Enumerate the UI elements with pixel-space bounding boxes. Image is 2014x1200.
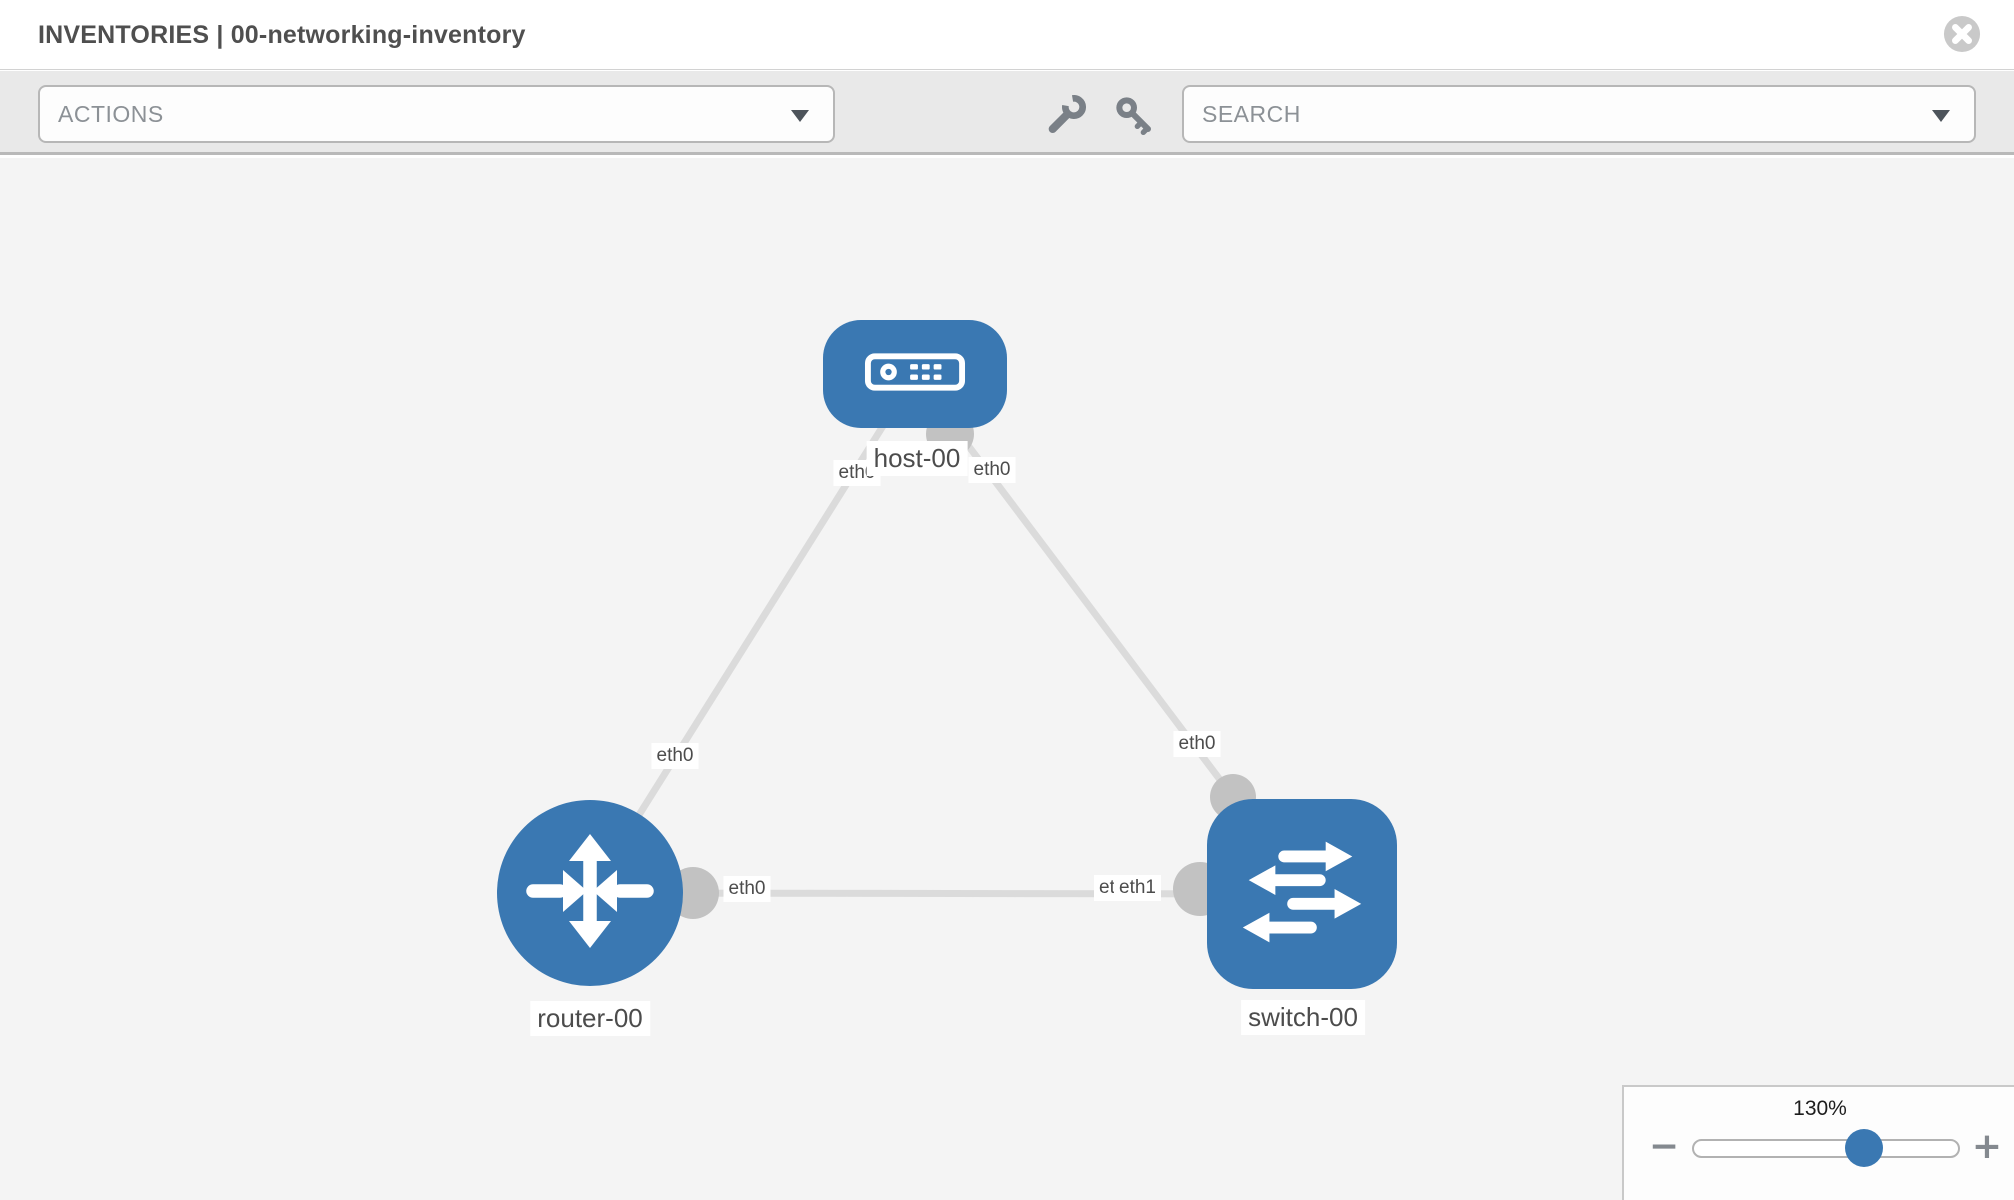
- interface-label: eth0: [651, 743, 699, 769]
- interface-label: eth0: [723, 876, 771, 902]
- circle-x-icon: [1943, 15, 1981, 56]
- zoom-in-button[interactable]: +: [1969, 1129, 2005, 1165]
- router-arrows-icon: [515, 816, 665, 971]
- actions-dropdown[interactable]: ACTIONS: [38, 85, 835, 143]
- toolbar: ACTIONS SEARCH: [0, 71, 2014, 155]
- zoom-slider-track[interactable]: [1692, 1139, 1960, 1158]
- zoom-slider-thumb[interactable]: [1845, 1129, 1883, 1167]
- node-label-switch: switch-00: [1241, 1000, 1365, 1035]
- node-label-host: host-00: [866, 441, 968, 476]
- node-label-router: router-00: [530, 1001, 650, 1036]
- switch-arrows-icon: [1228, 818, 1376, 971]
- zoom-out-button[interactable]: −: [1646, 1129, 1682, 1165]
- interface-label: eth1: [1114, 875, 1161, 901]
- page-title: INVENTORIES | 00-networking-inventory: [38, 21, 526, 49]
- configure-button[interactable]: [1044, 94, 1088, 138]
- zoom-control-panel: 130% − +: [1622, 1085, 2014, 1200]
- topology-canvas[interactable]: eth0 host-00 eth0 eth0 eth0 eth0 eth0 et…: [0, 158, 2014, 1200]
- close-button[interactable]: [1942, 15, 1982, 55]
- node-host-00[interactable]: [823, 320, 1007, 428]
- actions-dropdown-label: ACTIONS: [58, 101, 164, 127]
- window-header: INVENTORIES | 00-networking-inventory: [0, 0, 2014, 70]
- key-icon: [1114, 96, 1154, 138]
- interface-label: eth0: [968, 457, 1016, 483]
- server-icon: [864, 352, 966, 397]
- search-dropdown[interactable]: SEARCH: [1182, 85, 1976, 143]
- topology-links-layer: [587, 372, 1303, 919]
- search-dropdown-label: SEARCH: [1202, 101, 1301, 127]
- credentials-button[interactable]: [1112, 94, 1156, 138]
- chevron-down-icon: [791, 110, 809, 122]
- node-router-00[interactable]: [497, 800, 683, 986]
- zoom-level-label: 130%: [1793, 1097, 1847, 1120]
- node-switch-00[interactable]: [1207, 799, 1397, 989]
- wrench-icon: [1046, 94, 1086, 138]
- chevron-down-icon: [1932, 110, 1950, 122]
- interface-label: eth0: [1173, 731, 1221, 757]
